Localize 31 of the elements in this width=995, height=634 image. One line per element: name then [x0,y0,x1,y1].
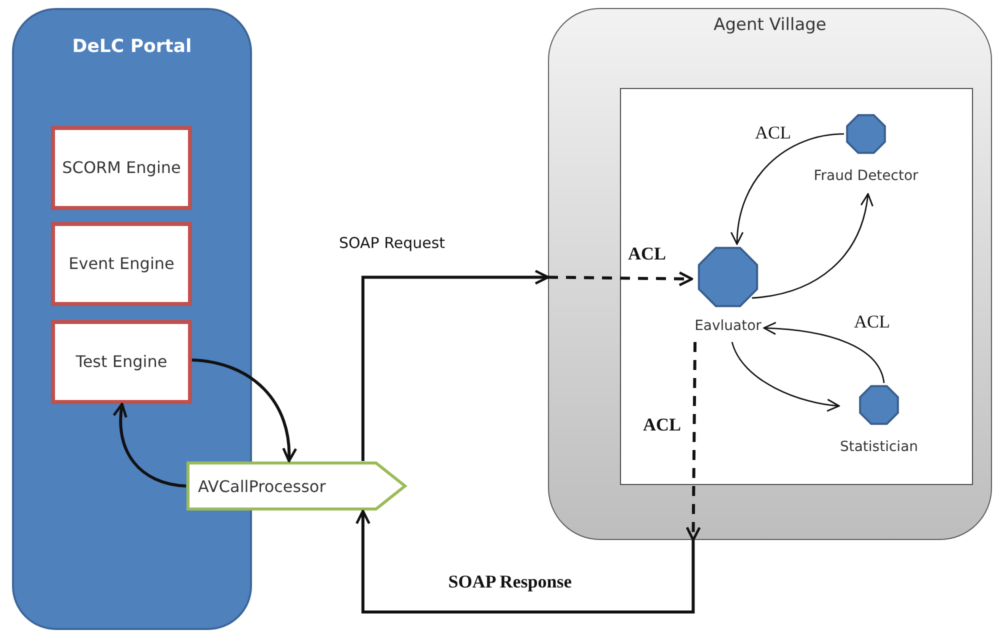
edge-label: ACL [755,122,791,144]
panel-title: Agent Village [712,15,828,35]
edge-label: ACL [854,312,890,332]
arrow [763,322,885,384]
agent-label: Fraud Detector [814,168,918,184]
edge-label: ACL [628,244,666,264]
edge-label: ACL [643,414,681,436]
edge-label: SOAP Response [448,572,572,592]
edge-label: SOAP Request [338,234,446,252]
arrow [113,402,186,488]
arrow [361,270,550,461]
dashed-arrow [548,271,694,286]
agent-label: Eavluator [694,318,762,334]
village-panel [548,8,992,540]
arrow [731,342,840,412]
panel-title: DeLC Portal [71,36,193,57]
arrow [355,510,695,614]
node-label: AVCallProcessor [198,476,326,496]
agent-label: Statistician [840,439,918,455]
dashed-arrow [686,342,701,542]
arrow [752,193,873,299]
arrow [731,133,844,245]
process-pentagon [186,461,408,511]
node-label: SCORM Engine [61,157,182,179]
engine-box [51,320,192,404]
node-label: Test Engine [74,351,168,373]
engine-box [51,222,192,306]
arrow [192,358,296,462]
container-frame [620,88,973,485]
engine-box [51,126,192,210]
node-label: Event Engine [68,253,176,275]
